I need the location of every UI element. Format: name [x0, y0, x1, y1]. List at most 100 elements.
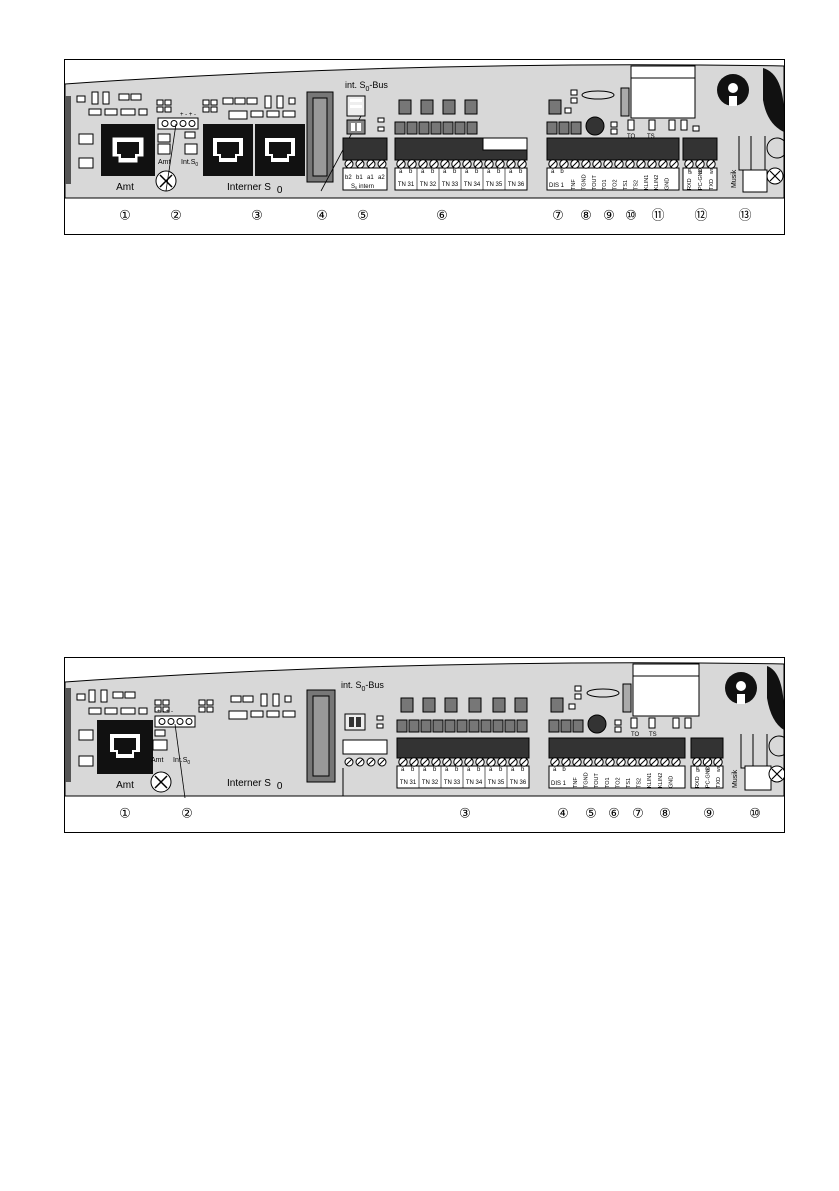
- terminal-label: TS1: [626, 778, 632, 788]
- callout-10: ⑩: [625, 208, 637, 223]
- callout-7: ⑦: [552, 208, 564, 223]
- buzzer: [585, 116, 605, 136]
- bus-dip-switch: [344, 713, 366, 731]
- wire-color-label: ws: [709, 167, 715, 174]
- tn-group-label: TN 31: [398, 182, 415, 188]
- wire-color-label: gn: [687, 168, 693, 174]
- terminal-label: TS2: [637, 778, 643, 788]
- s0-intern-terminal-block: [342, 739, 388, 796]
- dis1-label: DIS 1: [551, 781, 567, 787]
- callout-10: ⑩: [749, 806, 761, 821]
- relays-right: [546, 99, 582, 135]
- tn-ab-label: b: [431, 169, 435, 175]
- tn-group-label: TN 36: [508, 182, 525, 188]
- relays: [396, 697, 528, 733]
- smd-components-mid: [202, 95, 296, 120]
- tn-group-label: TN 33: [442, 182, 459, 188]
- callout-11: ⑪: [651, 208, 664, 223]
- callout-3: ③: [459, 806, 471, 821]
- callout-1: ①: [119, 208, 131, 223]
- to-label: TO: [627, 134, 636, 140]
- edge-connector: [65, 688, 71, 782]
- terminal-label: TO1: [602, 179, 608, 190]
- terminal-label: GND: [665, 178, 671, 190]
- terminal-label: TNF: [571, 179, 577, 190]
- tn-ab-label: b: [453, 169, 457, 175]
- terminal-label: TXD: [716, 777, 722, 788]
- smd-components-left: [76, 689, 170, 715]
- int-s0-bus-label: int. S0-Bus: [341, 680, 384, 693]
- rs232-terminal-block: [690, 737, 724, 789]
- callout-9: ⑨: [603, 208, 615, 223]
- terminal-label: GND: [668, 776, 674, 788]
- terminal-label: PC-GND: [698, 168, 704, 190]
- ts-label: TS: [649, 732, 657, 738]
- amt-label: Amt: [116, 780, 134, 791]
- smd-components-mid: [198, 693, 296, 720]
- tn-group-label: TN 31: [400, 780, 417, 786]
- buzzer: [587, 714, 607, 734]
- wire-color-label: gn: [695, 766, 701, 772]
- tn-ab-label: b: [521, 767, 525, 773]
- tn-group-label: TN 33: [444, 780, 461, 786]
- callout-2: ②: [181, 806, 193, 821]
- terminal-label: TGND: [581, 174, 587, 190]
- edge-connector: [65, 96, 71, 184]
- dis1-label: DIS 1: [549, 183, 565, 189]
- switch-amt-label: Amt: [151, 757, 164, 764]
- rs232-screws: [692, 757, 723, 767]
- terminal-label: RXD: [695, 776, 701, 788]
- s0-intern-label: S0 intern: [351, 184, 374, 190]
- tn-group-label: TN 36: [510, 780, 527, 786]
- callout-8: ⑧: [659, 806, 671, 821]
- smd-components-left: [76, 91, 172, 116]
- rs232-terminal-block: [682, 137, 718, 191]
- large-capacitor: [763, 68, 784, 132]
- board-drawing-bottom: Amt + - + - Amt Int.S0 Interner S0 int. …: [65, 662, 784, 821]
- main-terminal-block: [548, 737, 686, 789]
- tn-ab-label: b: [433, 767, 437, 773]
- tn-group-label: TN 34: [464, 182, 481, 188]
- tn-ab-label: b: [409, 169, 413, 175]
- jumper-polarity-label: + - + -: [180, 112, 196, 118]
- terminal-label: KLIN1: [644, 175, 650, 190]
- s0-terminal-label: a2: [378, 175, 385, 181]
- wire-color-label: ws: [716, 765, 722, 772]
- callout-5: ⑤: [357, 208, 369, 223]
- tn-group-label: TN 35: [486, 182, 503, 188]
- terminal-label: TXD: [709, 179, 715, 190]
- switch-int-label: Int.S0: [173, 757, 190, 766]
- callout-6: ⑥: [436, 208, 448, 223]
- terminal-label: PC-GND: [706, 766, 712, 788]
- terminal-label: KLIN2: [658, 773, 664, 788]
- callout-8: ⑧: [580, 208, 592, 223]
- s0-terminal-label: a1: [367, 175, 374, 181]
- terminal-label: TO1: [605, 777, 611, 788]
- to-label: TO: [631, 732, 640, 738]
- callout-9: ⑨: [703, 806, 715, 821]
- relays-right: [548, 697, 584, 733]
- tn-group-label: TN 32: [422, 780, 439, 786]
- terminal-label: KLIN1: [647, 773, 653, 788]
- callout-4: ④: [316, 208, 328, 223]
- terminal-label: TS1: [623, 180, 629, 190]
- main-terminal-block: [546, 137, 680, 191]
- small-component: [78, 133, 94, 145]
- callout-12: ⑫: [694, 208, 707, 223]
- tn-ab-label: a: [489, 767, 493, 773]
- terminal-label: KLIN2: [654, 175, 660, 190]
- transformer: [630, 65, 696, 119]
- termination-switch: [346, 119, 366, 135]
- tn-group-label: TN 32: [420, 182, 437, 188]
- wire-color-label: br: [698, 169, 704, 174]
- tn-ab-label: b: [499, 767, 503, 773]
- wire-color-label: br: [706, 767, 712, 772]
- component: [620, 87, 630, 117]
- main-terminal-screws: [550, 757, 681, 767]
- callout-3: ③: [251, 208, 263, 223]
- terminal-label: RXD: [687, 178, 693, 190]
- tn-ab-label: b: [519, 169, 523, 175]
